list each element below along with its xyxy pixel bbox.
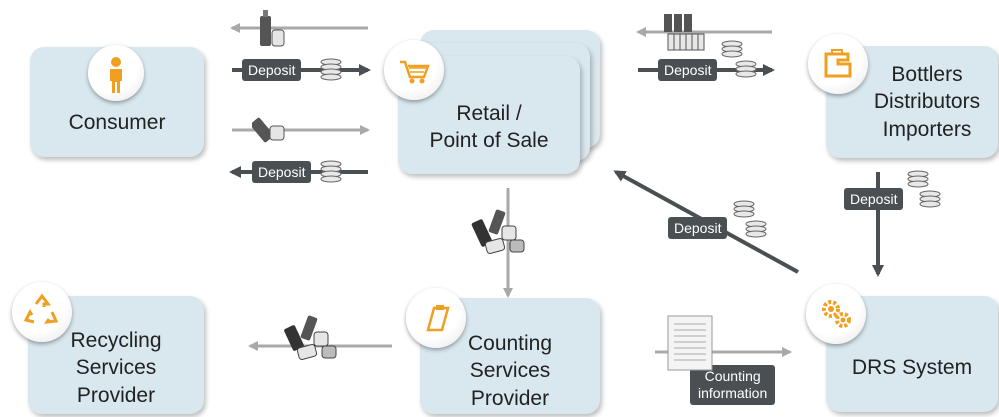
deposit-label-retail-to-consumer: Deposit bbox=[252, 161, 312, 183]
bottle-icon bbox=[260, 10, 285, 47]
coin-stack-icon bbox=[721, 40, 757, 78]
shopping-cart-icon bbox=[384, 40, 444, 100]
document-icon bbox=[667, 315, 713, 371]
retail-label: Retail / Point of Sale bbox=[429, 101, 549, 152]
recycle-icon bbox=[12, 282, 72, 342]
consumer-label: Consumer bbox=[68, 111, 166, 135]
bottlers-label: Bottlers Distributors Importers bbox=[873, 63, 981, 141]
coin-stack-icon bbox=[733, 200, 767, 238]
empty-bottle-icon bbox=[252, 117, 285, 143]
coin-stack-icon bbox=[907, 170, 941, 208]
person-icon bbox=[88, 45, 144, 101]
coin-stack-icon bbox=[320, 58, 342, 81]
drs-label: DRS System bbox=[851, 356, 973, 380]
recycling-label: Recycling Services Provider bbox=[70, 329, 162, 407]
counting-label: Counting Services Provider bbox=[467, 332, 553, 410]
gears-icon bbox=[806, 284, 866, 344]
factory-icon bbox=[808, 34, 868, 94]
recyclables-icon bbox=[284, 315, 337, 360]
deposit-label-bottlers-to-drs: Deposit bbox=[844, 188, 904, 210]
bottle-crate-icon bbox=[664, 14, 705, 51]
node-recycling: Recycling Services Provider bbox=[28, 296, 204, 414]
recyclables-icon bbox=[471, 209, 525, 254]
node-counting: Counting Services Provider bbox=[420, 298, 600, 414]
clipboard-icon bbox=[406, 288, 466, 348]
deposit-label-drs-to-retail: Deposit bbox=[668, 217, 728, 239]
counting-information-label: Counting information bbox=[690, 365, 776, 405]
deposit-label-consumer-to-retail: Deposit bbox=[242, 59, 302, 81]
deposit-label-retail-to-bottlers: Deposit bbox=[658, 59, 718, 81]
coin-stack-icon bbox=[320, 160, 342, 183]
